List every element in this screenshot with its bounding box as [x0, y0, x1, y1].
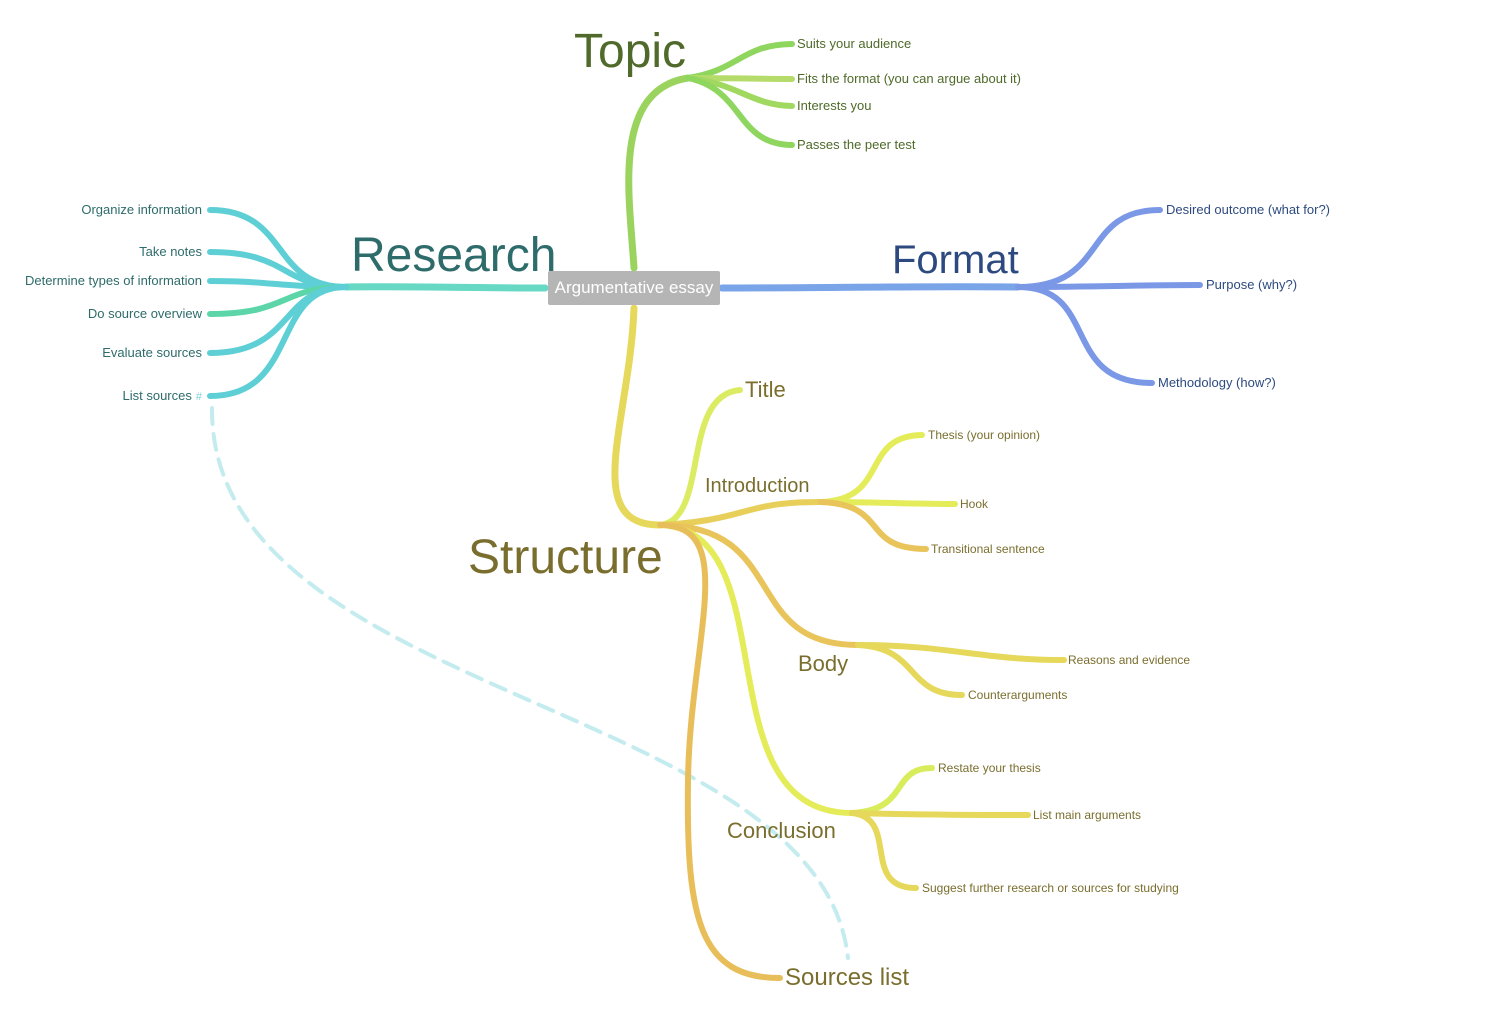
structure-conclusion-branch: [657, 522, 855, 816]
format-item-methodology[interactable]: Methodology (how?): [1158, 375, 1276, 390]
conclusion-item-further-research[interactable]: Suggest further research or sources for …: [922, 881, 1179, 895]
structure-intro-branch: [657, 499, 823, 528]
research-item-take-notes[interactable]: Take notes: [139, 244, 202, 259]
research-leaf-branch: [207, 284, 349, 356]
intro-leaf-branch: [817, 432, 925, 505]
intro-item-thesis[interactable]: Thesis (your opinion): [928, 428, 1041, 442]
topic-item-interests-you[interactable]: Interests you: [797, 98, 872, 113]
conclusion-leaf-branch: [849, 810, 919, 891]
research-item-source-overview[interactable]: Do source overview: [87, 306, 202, 321]
central-topic-label: Argumentative essay: [554, 278, 714, 297]
topic-node[interactable]: Topic: [574, 25, 687, 78]
format-leaf-branch: [1015, 207, 1163, 290]
research-node[interactable]: Research: [351, 229, 557, 282]
research-main-branch: [342, 283, 549, 292]
structure-title-branch: [657, 387, 743, 528]
conclusion-item-main-arguments[interactable]: List main arguments: [1033, 808, 1142, 822]
relationship-link-dashed: [209, 406, 850, 960]
structure-sources-list-node[interactable]: Sources list: [785, 964, 910, 991]
format-item-purpose[interactable]: Purpose (why?): [1206, 277, 1298, 292]
body-item-counterarguments[interactable]: Counterarguments: [968, 688, 1068, 702]
format-leaf-branch: [1015, 284, 1155, 386]
format-main-branch: [718, 283, 1022, 292]
research-item-determine-types[interactable]: Determine types of information: [24, 273, 202, 288]
research-leaf-branch: [207, 284, 349, 399]
body-item-reasons[interactable]: Reasons and evidence: [1068, 653, 1191, 667]
structure-introduction-node[interactable]: Introduction: [705, 475, 810, 497]
link-marker-icon[interactable]: #: [195, 391, 202, 403]
conclusion-item-restate[interactable]: Restate your thesis: [938, 761, 1041, 775]
research-leaf-branch: [207, 207, 349, 290]
research-item-organize[interactable]: Organize information: [81, 202, 202, 217]
format-item-desired-outcome[interactable]: Desired outcome (what for?): [1166, 202, 1331, 217]
topic-item-suits-audience[interactable]: Suits your audience: [797, 36, 912, 51]
structure-conclusion-node[interactable]: Conclusion: [727, 818, 836, 843]
format-node[interactable]: Format: [892, 238, 1019, 282]
conclusion-leaf-branch: [849, 810, 1031, 818]
structure-title-node[interactable]: Title: [745, 377, 786, 402]
topic-main-branch: [625, 74, 692, 272]
research-item-evaluate[interactable]: Evaluate sources: [102, 345, 202, 360]
structure-body-node[interactable]: Body: [798, 651, 849, 676]
intro-leaf-branch: [817, 499, 929, 552]
topic-leaf-branch: [685, 41, 795, 81]
format-leaf-branch: [1015, 282, 1203, 290]
conclusion-leaf-branch: [849, 765, 935, 816]
list-sources-label: List sources: [122, 388, 192, 403]
topic-item-fits-format[interactable]: Fits the format (you can argue about it): [797, 71, 1021, 86]
research-item-list-sources[interactable]: List sources#: [123, 389, 203, 403]
intro-item-hook[interactable]: Hook: [960, 497, 989, 511]
structure-node[interactable]: Structure: [468, 531, 663, 584]
structure-body-branch: [657, 522, 861, 648]
topic-leaf-branch: [685, 75, 795, 148]
central-topic-node[interactable]: Argumentative essay: [548, 271, 720, 305]
structure-sources-branch: [657, 522, 783, 981]
body-leaf-branch: [855, 642, 965, 698]
topic-item-peer-test[interactable]: Passes the peer test: [797, 137, 916, 152]
intro-item-transitional[interactable]: Transitional sentence: [931, 542, 1045, 556]
structure-main-branch: [611, 304, 664, 529]
body-leaf-branch: [855, 642, 1067, 663]
